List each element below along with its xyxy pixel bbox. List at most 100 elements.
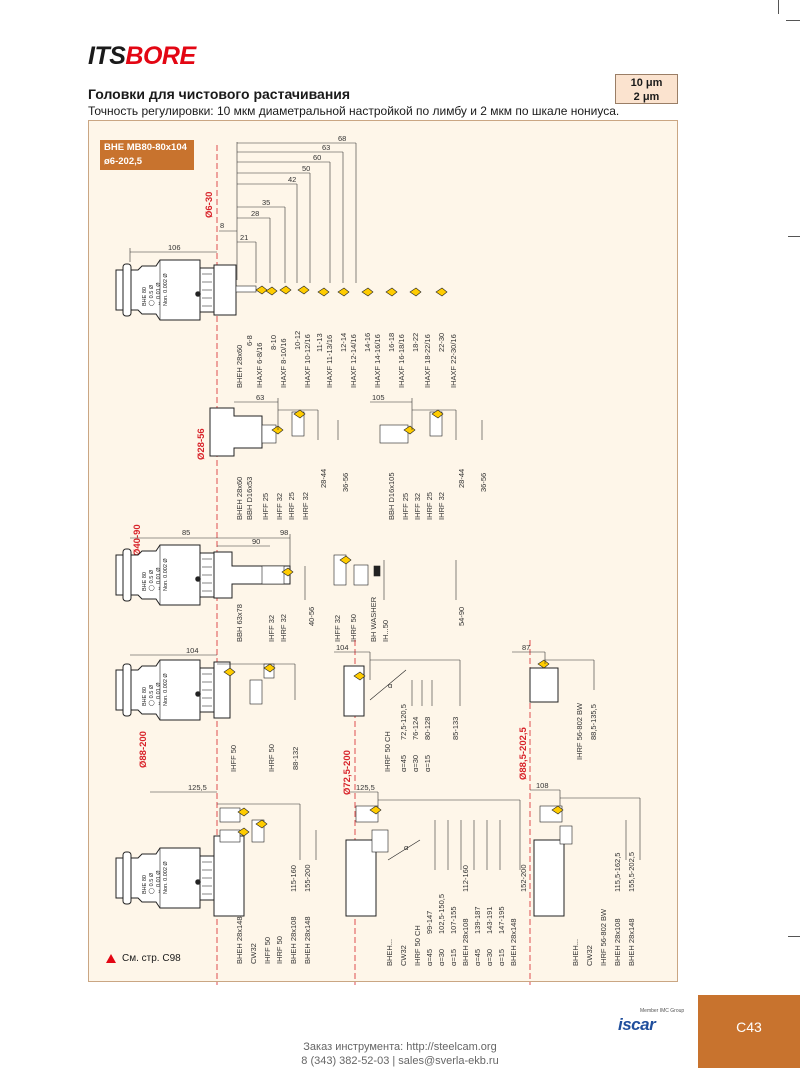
head-range: ø6-202,5 xyxy=(104,156,143,167)
svg-text:IHAXF 18-22/16: IHAXF 18-22/16 xyxy=(423,334,432,388)
section-2: Ø28-56 63 BHEH 28x60 BBH D16x53 IHFF 25 … xyxy=(196,393,488,520)
svg-text:BHEH 28x148: BHEH 28x148 xyxy=(627,918,636,966)
svg-text:IHAXF 6-8/16: IHAXF 6-8/16 xyxy=(255,343,264,388)
svg-text:IHRF 32: IHRF 32 xyxy=(301,492,310,520)
svg-text:35: 35 xyxy=(262,198,270,207)
svg-text:8: 8 xyxy=(220,221,224,230)
crop-mark xyxy=(786,20,800,21)
dim-value: 63 xyxy=(256,393,264,402)
svg-text:◯ 0.5 Ø: ◯ 0.5 Ø xyxy=(148,872,155,894)
svg-text:α=45: α=45 xyxy=(399,755,408,772)
footer-contact[interactable]: 8 (343) 382-52-03 | sales@sverla-ekb.ru xyxy=(301,1055,499,1067)
svg-text:Non. 0.002 Ø: Non. 0.002 Ø xyxy=(163,273,169,306)
dimension-lines xyxy=(129,142,357,283)
svg-text:CW32: CW32 xyxy=(249,943,258,964)
svg-text:50: 50 xyxy=(302,164,310,173)
svg-text:BHEH...: BHEH... xyxy=(385,939,394,966)
iscar-logo: iscar xyxy=(618,1015,656,1034)
head-designation-tag: BHE MB80-80x104 ø6-202,5 xyxy=(100,140,194,170)
reference-note-text: См. стр. С98 xyxy=(122,953,181,964)
svg-text:36-56: 36-56 xyxy=(341,473,350,492)
footer-order-link[interactable]: Заказ инструмента: http://steelcam.org xyxy=(303,1041,497,1053)
svg-text:18-22: 18-22 xyxy=(411,333,420,352)
precision-box: 10 μm 2 μm xyxy=(615,74,678,104)
svg-text:IHFF 50: IHFF 50 xyxy=(263,937,272,964)
precision-vernier: 2 μm xyxy=(633,91,660,103)
svg-text:11-13: 11-13 xyxy=(315,333,324,352)
svg-text:16-18: 16-18 xyxy=(387,333,396,352)
page-number: C43 xyxy=(698,995,800,1068)
dim-value: 90 xyxy=(252,537,260,546)
svg-text:6-8: 6-8 xyxy=(245,335,254,346)
svg-text:IHRF 56-802 BW: IHRF 56-802 BW xyxy=(599,908,608,966)
svg-text:28-44: 28-44 xyxy=(319,469,328,488)
part-labels: BHEH 28x60 6-8 IHAXF 6-8/16 8-10 IHAXF 8… xyxy=(235,331,458,388)
logo-bore: BORE xyxy=(125,42,196,70)
svg-text:147-195: 147-195 xyxy=(497,906,506,934)
svg-text:IHRF 50: IHRF 50 xyxy=(267,744,276,772)
svg-text:IHRF 50 CH: IHRF 50 CH xyxy=(383,731,392,772)
svg-text:155-200: 155-200 xyxy=(303,864,312,892)
iscar-member-text: Member IMC Group xyxy=(640,1008,685,1014)
range-label: Ø28-56 xyxy=(196,428,207,460)
svg-text:72,5-120,5: 72,5-120,5 xyxy=(399,704,408,740)
svg-text:IHFF 32: IHFF 32 xyxy=(413,493,422,520)
head-designation: BHE MB80-80x104 xyxy=(104,142,187,153)
warning-icon xyxy=(106,954,116,963)
svg-text:BHEH 28x148: BHEH 28x148 xyxy=(303,916,312,964)
svg-text:22-30: 22-30 xyxy=(437,333,446,352)
svg-text:IHAXF 22-30/16: IHAXF 22-30/16 xyxy=(449,334,458,388)
svg-text:IHAXF 11-13/16: IHAXF 11-13/16 xyxy=(325,335,334,388)
dim-value: 108 xyxy=(536,781,549,790)
svg-text:BHEH 28x108: BHEH 28x108 xyxy=(613,918,622,966)
svg-text:88-132: 88-132 xyxy=(291,747,300,770)
svg-text:α=45: α=45 xyxy=(473,949,482,966)
range-label: Ø88,5-202,5 xyxy=(518,726,529,780)
svg-text:α=30: α=30 xyxy=(411,755,420,772)
dim-value: 104 xyxy=(186,646,199,655)
svg-text:28-44: 28-44 xyxy=(457,469,466,488)
range-label: Ø40-90 xyxy=(132,524,143,556)
svg-text:139-187: 139-187 xyxy=(473,906,482,934)
svg-text:CW32: CW32 xyxy=(399,945,408,966)
dimension-values: 68 63 60 50 42 35 28 8 21 106 xyxy=(168,134,346,252)
svg-text:155,5-202,5: 155,5-202,5 xyxy=(627,852,636,892)
range-label: Ø6-30 xyxy=(204,192,215,218)
logo-its: ITS xyxy=(88,42,126,70)
svg-text:IHRF 50 CH: IHRF 50 CH xyxy=(413,925,422,966)
svg-text:IHRF 50: IHRF 50 xyxy=(275,936,284,964)
dim-value: 87 xyxy=(522,643,530,652)
svg-text:85-133: 85-133 xyxy=(451,717,460,740)
svg-text:α=15: α=15 xyxy=(449,949,458,966)
svg-text:IHRF 25: IHRF 25 xyxy=(425,492,434,520)
svg-text:BHE 80: BHE 80 xyxy=(142,287,148,306)
dim-value: 125,5 xyxy=(356,783,375,792)
svg-text:α=30: α=30 xyxy=(485,949,494,966)
svg-text:BBH D16x53: BBH D16x53 xyxy=(245,477,254,520)
svg-text:BBH 63x78: BBH 63x78 xyxy=(235,604,244,642)
svg-text:54-90: 54-90 xyxy=(457,607,466,626)
svg-text:BHEH 28x108: BHEH 28x108 xyxy=(461,918,470,966)
svg-text:IHAXF 8-10/16: IHAXF 8-10/16 xyxy=(279,338,288,388)
svg-text:152-200: 152-200 xyxy=(519,864,528,892)
svg-text:IHRF 32: IHRF 32 xyxy=(437,492,446,520)
svg-text:IHFF 25: IHFF 25 xyxy=(261,493,270,520)
svg-text:IHRF 50: IHRF 50 xyxy=(349,614,358,642)
svg-text:12-14: 12-14 xyxy=(339,333,348,352)
svg-text:40-56: 40-56 xyxy=(307,607,316,626)
svg-text:115-160: 115-160 xyxy=(289,865,298,892)
svg-text:IHFF 50: IHFF 50 xyxy=(229,745,238,772)
svg-text:BHEH 28x148: BHEH 28x148 xyxy=(509,918,518,966)
svg-text:68: 68 xyxy=(338,134,346,143)
svg-text:106: 106 xyxy=(168,243,181,252)
svg-text:↔ 0.01 Ø: ↔ 0.01 Ø xyxy=(156,282,162,306)
dim-value: 98 xyxy=(280,528,288,537)
svg-text:IHAXF 16-18/16: IHAXF 16-18/16 xyxy=(397,334,406,388)
page-number-text: C43 xyxy=(736,1019,762,1035)
svg-text:IHRF 25: IHRF 25 xyxy=(287,492,296,520)
svg-text:21: 21 xyxy=(240,233,248,242)
svg-text:BHEH 28x108: BHEH 28x108 xyxy=(289,916,298,964)
